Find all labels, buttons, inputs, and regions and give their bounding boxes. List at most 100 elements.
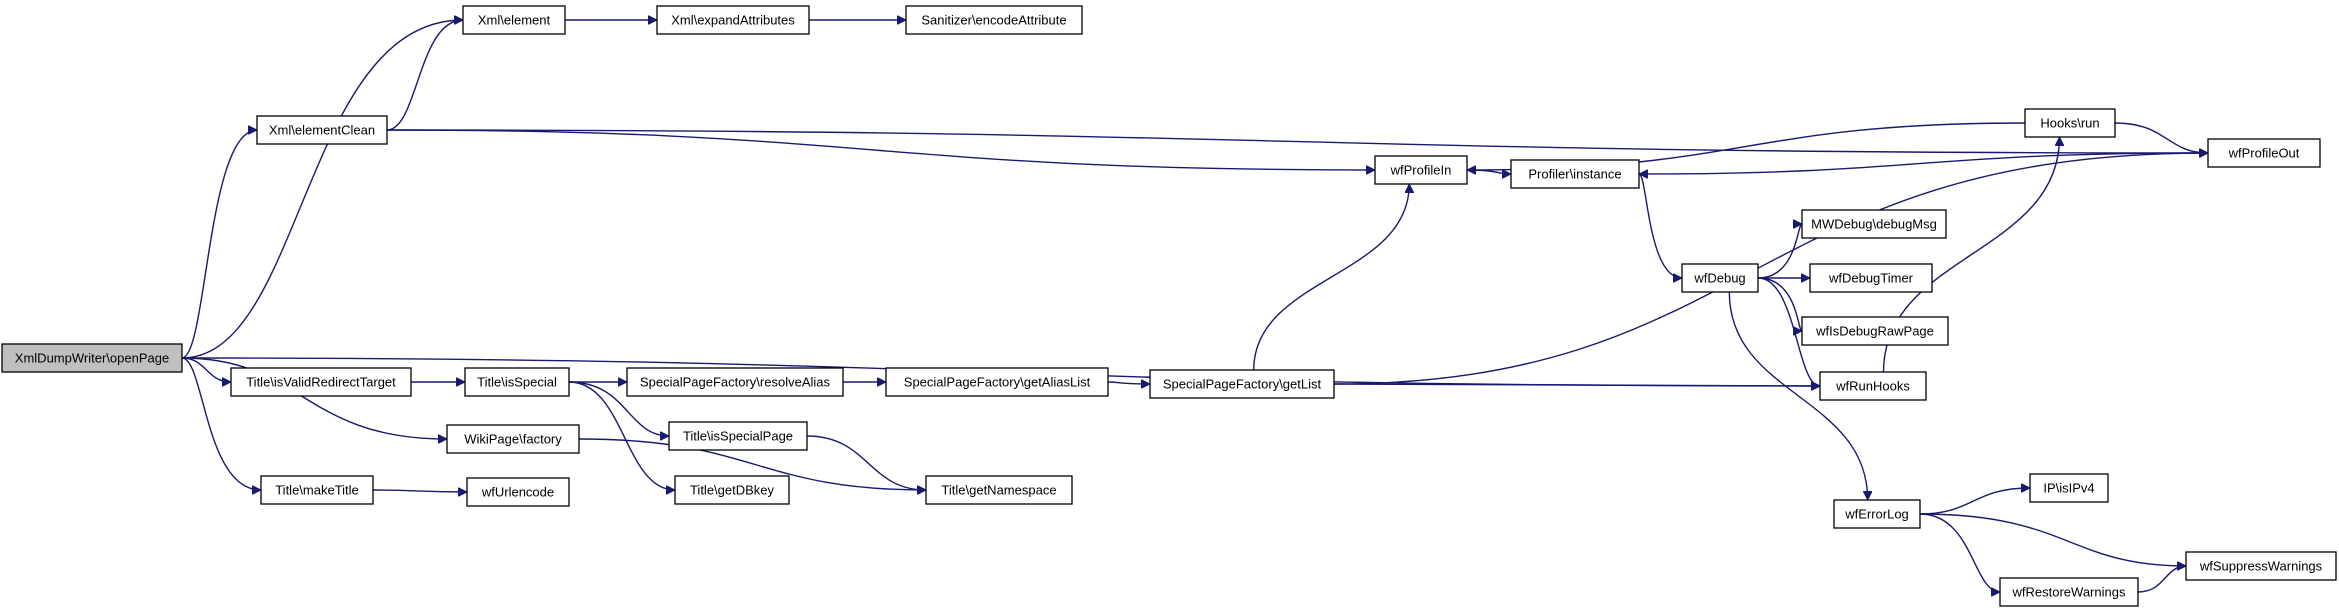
node-box [1681,263,1759,293]
edge-wfErrorLog-to-wfSuppressWarnings [1919,513,2186,566]
node-isSpecialPage[interactable]: Title\isSpecialPage [668,421,808,451]
edge-wfErrorLog-to-wfRestoreWarnings [1919,513,2001,592]
node-box [925,475,1073,505]
node-label: Title\isSpecialPage [683,429,793,444]
node-wfProfileOut[interactable]: wfProfileOut [2207,138,2321,168]
node-label: SpecialPageFactory\getList [1163,377,1322,392]
node-profilerInstance[interactable]: Profiler\instance [1510,159,1640,189]
node-box [885,367,1109,397]
node-label: MWDebug\debugMsg [1811,217,1937,232]
node-encodeAttribute[interactable]: Sanitizer\encodeAttribute [905,5,1083,35]
edge-openPage-to-makeTitle [181,357,261,490]
node-hooksRun[interactable]: Hooks\run [2024,108,2116,138]
node-label: wfProfileIn [1390,163,1452,178]
node-label: wfDebug [1693,271,1745,286]
edge-wikiPageFactory-to-getNamespace [578,438,926,490]
node-box [1819,371,1927,401]
edge-getAliasList-to-getList [1107,382,1150,384]
node-box [2024,108,2116,138]
node-openPage[interactable]: XmlDumpWriter\openPage [1,343,183,373]
node-box [668,421,808,451]
node-getDBkey[interactable]: Title\getDBkey [674,475,790,505]
node-box [1374,155,1468,185]
node-box [656,5,810,35]
node-debugMsg[interactable]: MWDebug\debugMsg [1801,209,1947,239]
edge-wfErrorLog-to-isIPv4 [1919,488,2030,515]
node-box [674,475,790,505]
edge-isSpecialPage-to-getNamespace [806,435,926,490]
node-getAliasList[interactable]: SpecialPageFactory\getAliasList [885,367,1109,397]
node-label: Profiler\instance [1528,167,1621,182]
node-label: SpecialPageFactory\resolveAlias [640,375,831,390]
node-layer: XmlDumpWriter\openPage Xml\element Xml\exp… [1,5,2337,607]
node-box [1149,369,1335,399]
edge-wfDebug-to-wfErrorLog [1728,291,1867,500]
node-label: wfProfileOut [2228,146,2300,161]
node-wfDebugTimer[interactable]: wfDebugTimer [1809,263,1933,293]
node-wfRunHooks[interactable]: wfRunHooks [1819,371,1927,401]
node-box [464,367,570,397]
edge-makeTitle-to-wfUrlencode [372,490,467,492]
node-label: Title\isSpecial [477,375,557,390]
node-label: SpecialPageFactory\getAliasList [904,375,1091,390]
node-label: wfRunHooks [1835,379,1910,394]
node-box [1833,499,1921,529]
node-box [1809,263,1933,293]
node-box [1,343,183,373]
node-label: WikiPage\factory [464,432,562,447]
node-box [2207,138,2321,168]
node-box [2185,551,2337,581]
edge-getList-to-wfProfileIn [1253,184,1410,371]
node-box [1999,577,2139,607]
node-label: wfDebugTimer [1828,271,1914,286]
edge-isSpecial-to-isSpecialPage [568,381,669,436]
edge-getList-to-wfRunHooks [1333,384,1820,386]
node-xmlElement[interactable]: Xml\element [462,5,566,35]
node-label: Title\getDBkey [690,483,775,498]
node-makeTitle[interactable]: Title\makeTitle [260,475,374,505]
node-expandAttributes[interactable]: Xml\expandAttributes [656,5,810,35]
node-isIPv4[interactable]: IP\isIPv4 [2029,473,2109,503]
node-isSpecial[interactable]: Title\isSpecial [464,367,570,397]
edge-wfDebug-to-debugMsg [1757,224,1803,279]
edge-profilerInstance-to-wfDebug [1638,173,1683,278]
edge-getList-to-wfProfileOut [1333,153,2208,385]
node-isValidRedirectTarget[interactable]: Title\isValidRedirectTarget [230,367,412,397]
node-resolveAlias[interactable]: SpecialPageFactory\resolveAlias [626,367,844,397]
edge-wfDebug-to-wfIsDebugRawPage [1757,277,1803,331]
node-box [256,115,388,145]
node-label: wfSuppressWarnings [2199,559,2323,574]
node-label: XmlDumpWriter\openPage [15,351,169,366]
node-wfProfileIn[interactable]: wfProfileIn [1374,155,1468,185]
node-label: Xml\element [478,13,551,28]
node-wfRestoreWarnings[interactable]: wfRestoreWarnings [1999,577,2139,607]
node-getNamespace[interactable]: Title\getNamespace [925,475,1073,505]
node-wfErrorLog[interactable]: wfErrorLog [1833,499,1921,529]
edge-wfRestoreWarnings-to-wfSuppressWarnings [2137,566,2187,593]
node-wikiPageFactory[interactable]: WikiPage\factory [446,424,580,454]
node-label: Xml\expandAttributes [671,13,795,28]
node-wfIsDebugRawPage[interactable]: wfIsDebugRawPage [1801,316,1949,346]
node-label: wfErrorLog [1844,507,1909,522]
node-getList[interactable]: SpecialPageFactory\getList [1149,369,1335,399]
node-label: Title\makeTitle [275,483,359,498]
node-label: Xml\elementClean [269,123,375,138]
node-label: Hooks\run [2040,116,2099,131]
node-wfUrlencode[interactable]: wfUrlencode [466,477,570,507]
edge-wfProfileOut-to-profilerInstance [1639,152,2209,174]
edge-isSpecial-to-getDBkey [568,381,675,490]
node-elementClean[interactable]: Xml\elementClean [256,115,388,145]
node-label: wfRestoreWarnings [2012,585,2126,600]
node-box [905,5,1083,35]
node-label: Sanitizer\encodeAttribute [921,13,1066,28]
node-wfSuppressWarnings[interactable]: wfSuppressWarnings [2185,551,2337,581]
edge-hooksRun-to-wfProfileOut [2114,122,2208,153]
node-box [462,5,566,35]
node-label: Title\isValidRedirectTarget [246,375,396,390]
edge-elementClean-to-xmlElement [386,20,463,131]
node-box [230,367,412,397]
node-wfDebug[interactable]: wfDebug [1681,263,1759,293]
edge-elementClean-to-wfProfileIn [386,129,1375,170]
node-box [446,424,580,454]
